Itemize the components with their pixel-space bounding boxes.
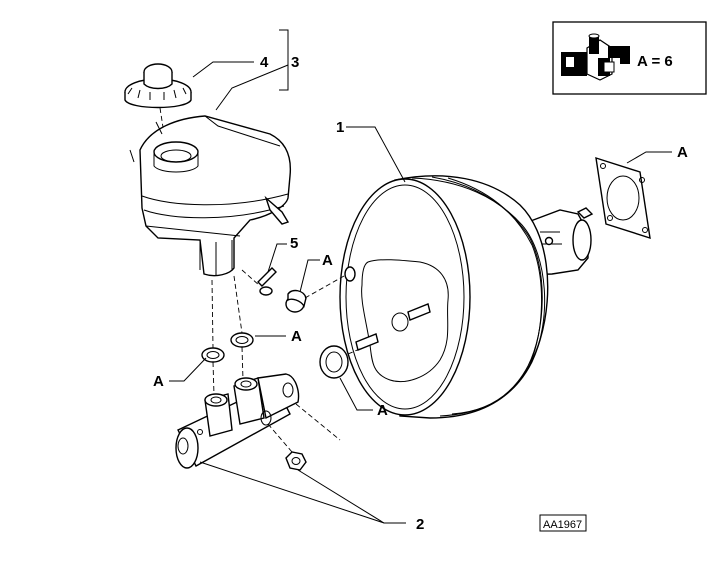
brake-booster	[339, 175, 594, 419]
callout-reservoir: 3	[291, 54, 299, 71]
fluid-reservoir	[129, 115, 292, 277]
master-cylinder	[175, 373, 300, 469]
reservoir-cap	[124, 63, 192, 109]
mounting-screw	[257, 267, 277, 296]
oring-right	[230, 332, 254, 348]
booster-gasket	[595, 156, 651, 240]
reference-code-box: AA1967	[539, 514, 587, 532]
callout-screw: 5	[290, 235, 298, 252]
callout-oring-left: A	[153, 373, 164, 390]
leader-lines	[169, 29, 672, 524]
kit-quantity-label: A = 6	[637, 53, 673, 70]
callout-master-cylinder: 2	[416, 516, 424, 533]
callout-gasket: A	[677, 144, 688, 161]
repair-kit-icon	[561, 33, 630, 81]
booster-grommet	[285, 289, 307, 313]
callout-grommet: A	[322, 252, 333, 269]
hex-nut	[285, 451, 307, 471]
callout-seal-ring: A	[377, 402, 388, 419]
seal-ring	[319, 345, 349, 379]
callout-oring-right: A	[291, 328, 302, 345]
kit-legend-box: A = 6	[552, 21, 707, 95]
oring-left	[201, 347, 225, 363]
callout-booster: 1	[336, 119, 344, 136]
reference-code: AA1967	[543, 519, 582, 531]
callout-reservoir-cap: 4	[260, 54, 269, 71]
